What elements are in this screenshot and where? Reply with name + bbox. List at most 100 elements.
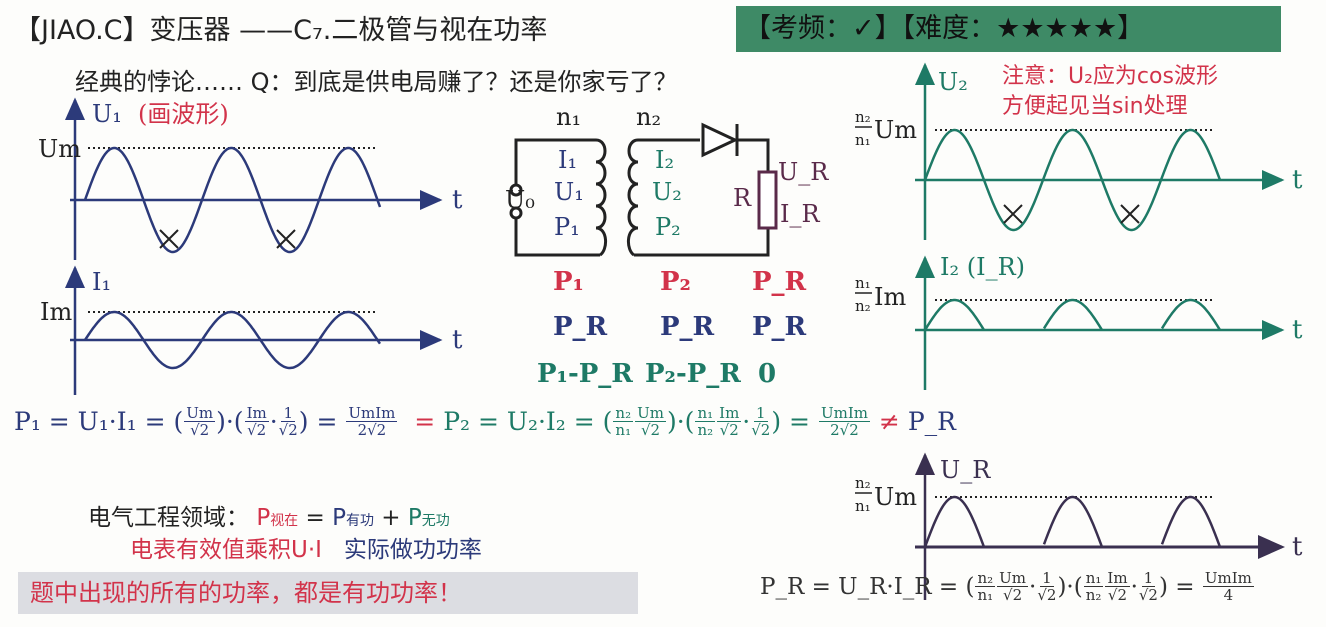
formula-text: )·( bbox=[666, 407, 695, 436]
denominator: √2 bbox=[1107, 586, 1128, 604]
denominator: n₂ bbox=[697, 421, 714, 439]
u1-y-label: U₁ bbox=[92, 100, 122, 128]
u1-hint: (画波形) bbox=[138, 100, 229, 128]
electrical-engineering-note: 电气工程领域： P视在 = P有功 + P无功 bbox=[88, 498, 450, 532]
ur-t-label: t bbox=[1292, 532, 1303, 562]
formula-text: ) = bbox=[1158, 573, 1202, 600]
numerator: UmIm bbox=[818, 404, 870, 422]
formula-fraction: 1√2 bbox=[279, 405, 298, 438]
formula-text: · bbox=[742, 407, 751, 436]
numerator: 1 bbox=[1040, 569, 1054, 587]
denominator: 2√2 bbox=[830, 421, 859, 439]
row3-p1: P₁-P_R bbox=[537, 359, 633, 389]
denominator: √2 bbox=[751, 421, 771, 439]
numerator: n₁ bbox=[1083, 569, 1104, 587]
formula-text: P₂ = U₂·I₂ = ( bbox=[443, 407, 613, 436]
row1-p2: P₂ bbox=[660, 267, 691, 297]
p-symbol: P bbox=[256, 505, 271, 531]
numerator: Im bbox=[244, 404, 269, 422]
formula-fraction: 1√2 bbox=[1037, 570, 1056, 603]
p1-label: P₁ bbox=[554, 213, 580, 241]
u2-ratio-num: n₂ bbox=[855, 108, 871, 126]
numerator: Im bbox=[717, 404, 742, 422]
denominator: √2 bbox=[1003, 586, 1023, 604]
denominator: n₁ bbox=[615, 421, 632, 439]
cross-mark-icon bbox=[159, 229, 296, 249]
cross-mark-icon bbox=[1003, 204, 1140, 224]
formula-fraction: 1√2 bbox=[751, 405, 770, 438]
i2-t-label: t bbox=[1292, 315, 1303, 345]
row1-pr: P_R bbox=[752, 267, 807, 297]
transformer-circuit bbox=[509, 122, 778, 257]
denominator: 4 bbox=[1223, 586, 1234, 604]
resistor-icon bbox=[757, 170, 778, 230]
formula-text: )·( bbox=[216, 407, 244, 436]
r-label: R bbox=[733, 184, 752, 212]
formula-fraction: Im√2 bbox=[244, 404, 269, 439]
formula-text: ) = bbox=[771, 407, 818, 436]
ur-graph: U_R n₂ n₁ Um t bbox=[855, 452, 1303, 600]
u0-label: U₀ bbox=[505, 186, 535, 214]
reactive-subscript: 无功 bbox=[421, 513, 450, 529]
u1-t-label: t bbox=[452, 185, 463, 215]
u2-peak-label: Um bbox=[874, 116, 917, 144]
i1-y-label: I₁ bbox=[92, 268, 111, 296]
note-line-2: 方便起见当sin处理 bbox=[1002, 94, 1188, 119]
formula-fraction: Um√2 bbox=[997, 569, 1029, 604]
i1-sine-wave bbox=[83, 310, 382, 370]
numerator: n₂ bbox=[975, 569, 996, 587]
denominator: √2 bbox=[1138, 586, 1158, 604]
numerator: n₁ bbox=[695, 404, 716, 422]
n1-label: n₁ bbox=[556, 103, 581, 131]
row3-pr: 0 bbox=[758, 359, 776, 389]
n2-label: n₂ bbox=[636, 103, 661, 131]
denominator: √2 bbox=[1037, 586, 1057, 604]
denominator: n₂ bbox=[1085, 586, 1102, 604]
ur-label: U_R bbox=[778, 158, 829, 186]
numerator: 1 bbox=[754, 404, 768, 422]
ur-ratio-den: n₁ bbox=[855, 497, 871, 515]
active-subscript: 有功 bbox=[345, 513, 374, 529]
i2-peak-label: Im bbox=[874, 283, 906, 311]
denominator: √2 bbox=[247, 421, 267, 439]
i2-ratio-num: n₁ bbox=[855, 274, 871, 292]
numerator: 1 bbox=[281, 404, 295, 422]
denominator: √2 bbox=[278, 421, 298, 439]
i1-graph: I₁ Im t bbox=[40, 265, 463, 395]
diode-icon bbox=[701, 122, 739, 158]
formula-text: · bbox=[1130, 573, 1138, 600]
u1-peak-label: Um bbox=[38, 135, 81, 163]
formula-fraction: Um√2 bbox=[184, 405, 216, 438]
formula-text: P_R = U_R·I_R = ( bbox=[760, 573, 975, 600]
i2-half-wave bbox=[923, 298, 1222, 331]
u2-graph: U₂ n₂ n₁ Um t bbox=[855, 62, 1303, 240]
row3-p2: P₂-P_R bbox=[645, 359, 741, 389]
i2-graph: I₂ (I_R) n₁ n₂ Im t bbox=[855, 253, 1303, 390]
denominator: 2√2 bbox=[357, 421, 387, 439]
input-terminal bbox=[509, 206, 523, 220]
numerator: Um bbox=[997, 569, 1029, 587]
u1-graph: U₁ (画波形) Um t bbox=[38, 97, 463, 260]
u2-label: U₂ bbox=[652, 178, 682, 206]
power-explanations: 电表有效值乘积U·I 实际做功功率 bbox=[130, 530, 482, 564]
ur-peak-label: Um bbox=[874, 483, 917, 511]
u2-t-label: t bbox=[1292, 165, 1303, 195]
i1-peak-label: Im bbox=[40, 298, 72, 326]
numerator: n₂ bbox=[613, 404, 634, 422]
row2-p2: P_R bbox=[660, 312, 715, 342]
numerator: UmIm bbox=[1202, 569, 1254, 587]
denominator: √2 bbox=[719, 421, 739, 439]
formula-text: )·( bbox=[1057, 573, 1083, 600]
secondary-wire bbox=[634, 138, 770, 257]
formula-text: · bbox=[1029, 573, 1037, 600]
i1-t-label: t bbox=[452, 325, 463, 355]
numerator: Um bbox=[635, 404, 666, 422]
